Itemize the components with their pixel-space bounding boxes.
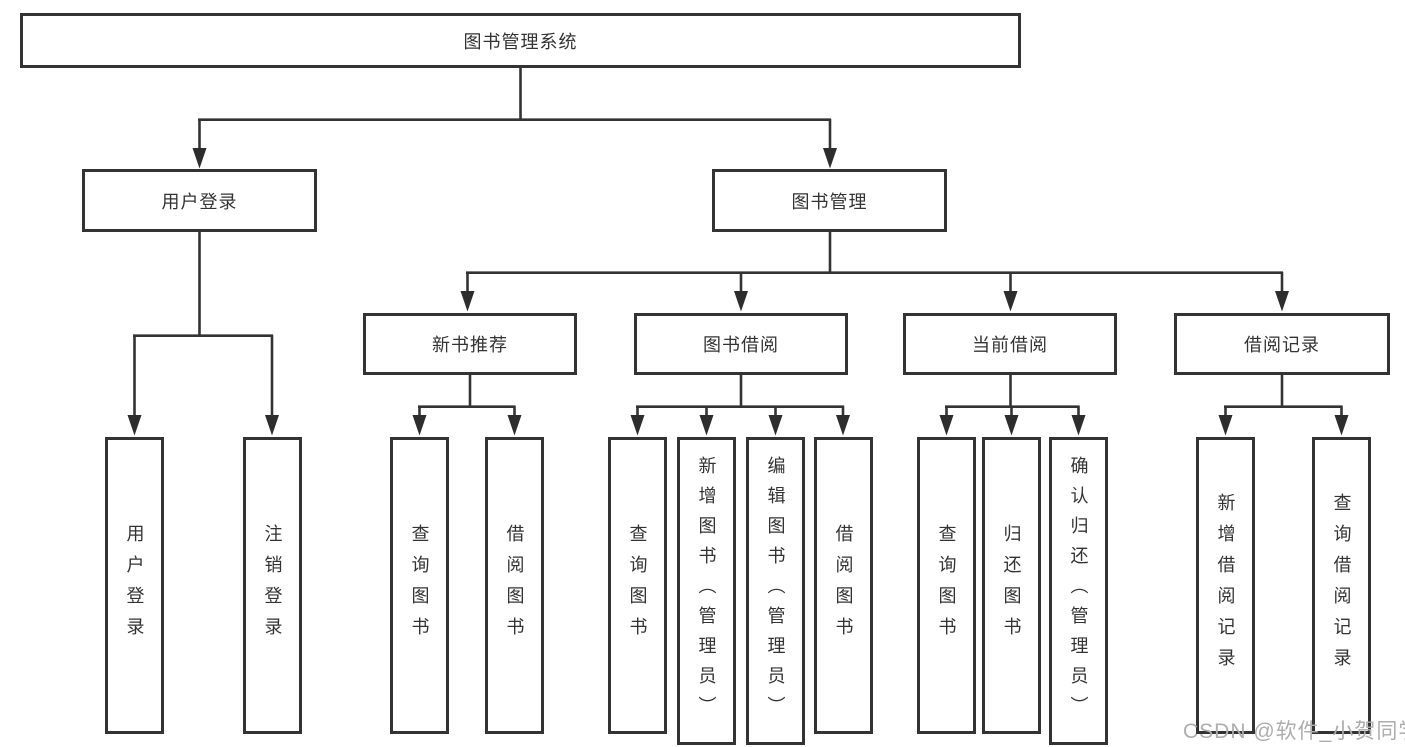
leaf-recommend-borrow-books: 借阅图书 <box>485 437 544 734</box>
node-borrow-records: 借阅记录 <box>1174 313 1390 375</box>
leaf-user-login: 用户登录 <box>105 437 164 734</box>
leaf-borrow-books: 借阅图书 <box>814 437 873 734</box>
leaf-confirm-return-admin: 确认归还（管理员） <box>1049 437 1108 745</box>
csdn-watermark: CSDN @软件_小贺同学 <box>1183 720 1405 743</box>
leaf-add-borrow-record: 新增借阅记录 <box>1196 437 1255 734</box>
leaf-borrow-query-books: 查询图书 <box>608 437 667 734</box>
leaf-logout: 注销登录 <box>243 437 302 734</box>
node-user-login: 用户登录 <box>82 169 317 232</box>
node-book-management: 图书管理 <box>712 169 947 232</box>
leaf-edit-books-admin: 编辑图书（管理员） <box>746 437 805 745</box>
node-current-borrowing: 当前借阅 <box>903 313 1117 375</box>
leaf-current-query-books: 查询图书 <box>917 437 976 734</box>
node-book-borrowing: 图书借阅 <box>634 313 848 375</box>
leaf-add-books-admin: 新增图书（管理员） <box>677 437 736 745</box>
node-new-book-recommend: 新书推荐 <box>363 313 577 375</box>
leaf-recommend-query-books: 查询图书 <box>390 437 449 734</box>
node-library-management-system: 图书管理系统 <box>20 13 1021 68</box>
leaf-return-books: 归还图书 <box>982 437 1041 734</box>
leaf-query-borrow-record: 查询借阅记录 <box>1312 437 1371 734</box>
